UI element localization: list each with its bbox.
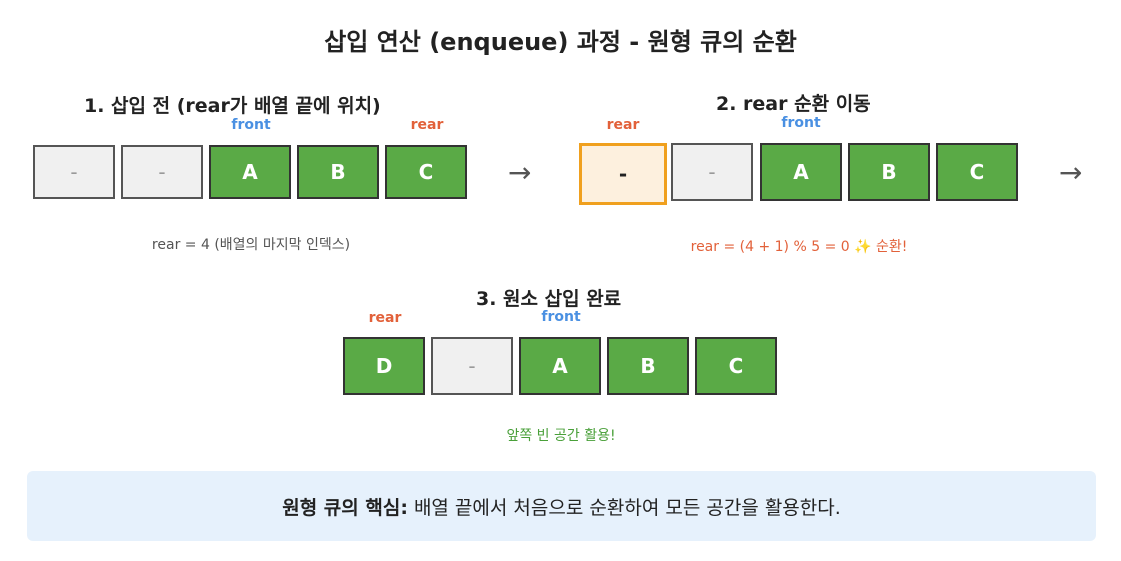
diagram-title: 삽입 연산 (enqueue) 과정 - 원형 큐의 순환 xyxy=(324,28,797,56)
step2-cell-4: C xyxy=(936,143,1018,201)
step1-rear-label: rear xyxy=(410,117,444,133)
step-arrow-1: → xyxy=(508,156,532,189)
step1-note: rear = 4 (배열의 마지막 인덱스) xyxy=(151,237,351,253)
step1-cell-4: C xyxy=(385,145,467,199)
step3-title: 3. 원소 삽입 완료 xyxy=(476,288,622,310)
summary-text: 배열 끝에서 처음으로 순환하여 모든 공간을 활용한다. xyxy=(413,496,841,519)
step3-rear-label: rear xyxy=(368,310,402,326)
step2-note: rear = (4 + 1) % 5 = 0 ✨ 순환! xyxy=(690,239,908,255)
step2-front-label: front xyxy=(781,115,821,131)
step3-cell-2: A xyxy=(519,337,601,395)
step3-cell-0: D xyxy=(343,337,425,395)
step3-note: 앞쪽 빈 공간 활용! xyxy=(506,428,616,444)
step2-cell-0: - xyxy=(579,143,667,205)
step1-cell-1: - xyxy=(121,145,203,199)
step1-cell-3: B xyxy=(297,145,379,199)
step2-cell-3: B xyxy=(848,143,930,201)
step2-title: 2. rear 순환 이동 xyxy=(716,93,871,115)
step2-cell-2: A xyxy=(760,143,842,201)
step1-front-label: front xyxy=(231,117,271,133)
summary-heading: 원형 큐의 핵심: xyxy=(282,496,408,519)
step1-title: 1. 삽입 전 (rear가 배열 끝에 위치) xyxy=(84,95,381,117)
step1-cell-2: A xyxy=(209,145,291,199)
step-arrow-2: → xyxy=(1059,156,1083,189)
summary-box: 원형 큐의 핵심: 배열 끝에서 처음으로 순환하여 모든 공간을 활용한다. xyxy=(27,471,1096,541)
step3-front-label: front xyxy=(541,309,581,325)
step3-cell-1: - xyxy=(431,337,513,395)
step3-cell-3: B xyxy=(607,337,689,395)
step2-cell-1: - xyxy=(671,143,753,201)
step3-cell-4: C xyxy=(695,337,777,395)
step2-rear-label: rear xyxy=(606,117,640,133)
step1-cell-0: - xyxy=(33,145,115,199)
